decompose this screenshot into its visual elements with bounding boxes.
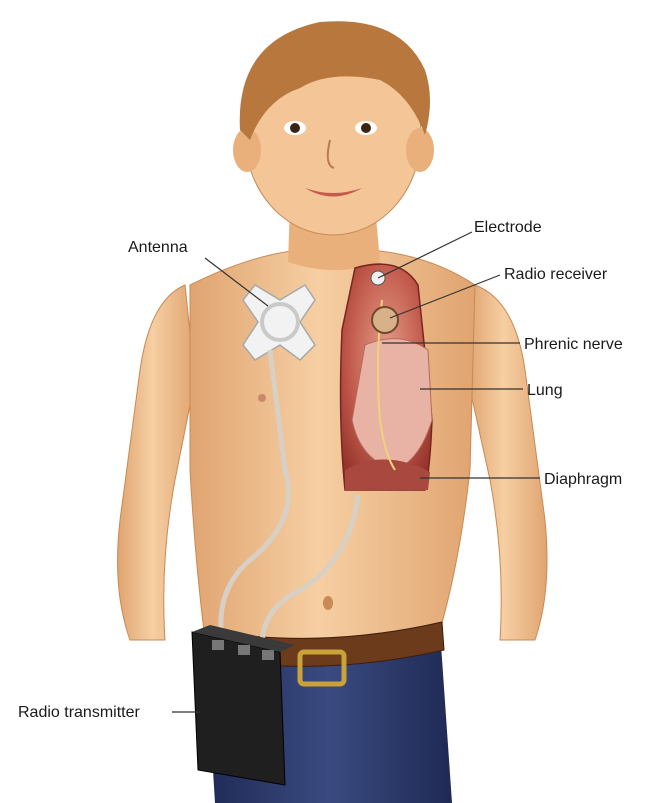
label-phrenic-nerve: Phrenic nerve [524,336,623,353]
transmitter-jack-3 [262,650,274,660]
label-antenna: Antenna [128,239,188,256]
radio-transmitter-device [192,625,295,785]
chest-cutaway [341,264,432,490]
label-electrode: Electrode [474,219,542,236]
left-arm [118,285,195,640]
torso [190,250,475,648]
right-ear [406,128,434,172]
label-lung: Lung [527,382,563,399]
label-diaphragm: Diaphragm [544,471,622,488]
left-pupil [290,123,300,133]
navel [323,596,333,610]
receiver-shape [372,307,398,333]
right-pupil [361,123,371,133]
transmitter-jack-1 [212,640,224,650]
boy-illustration [118,21,548,803]
nipple [258,394,266,402]
label-radio-receiver: Radio receiver [504,266,608,283]
transmitter-jack-2 [238,645,250,655]
label-radio-transmitter: Radio transmitter [18,704,140,721]
